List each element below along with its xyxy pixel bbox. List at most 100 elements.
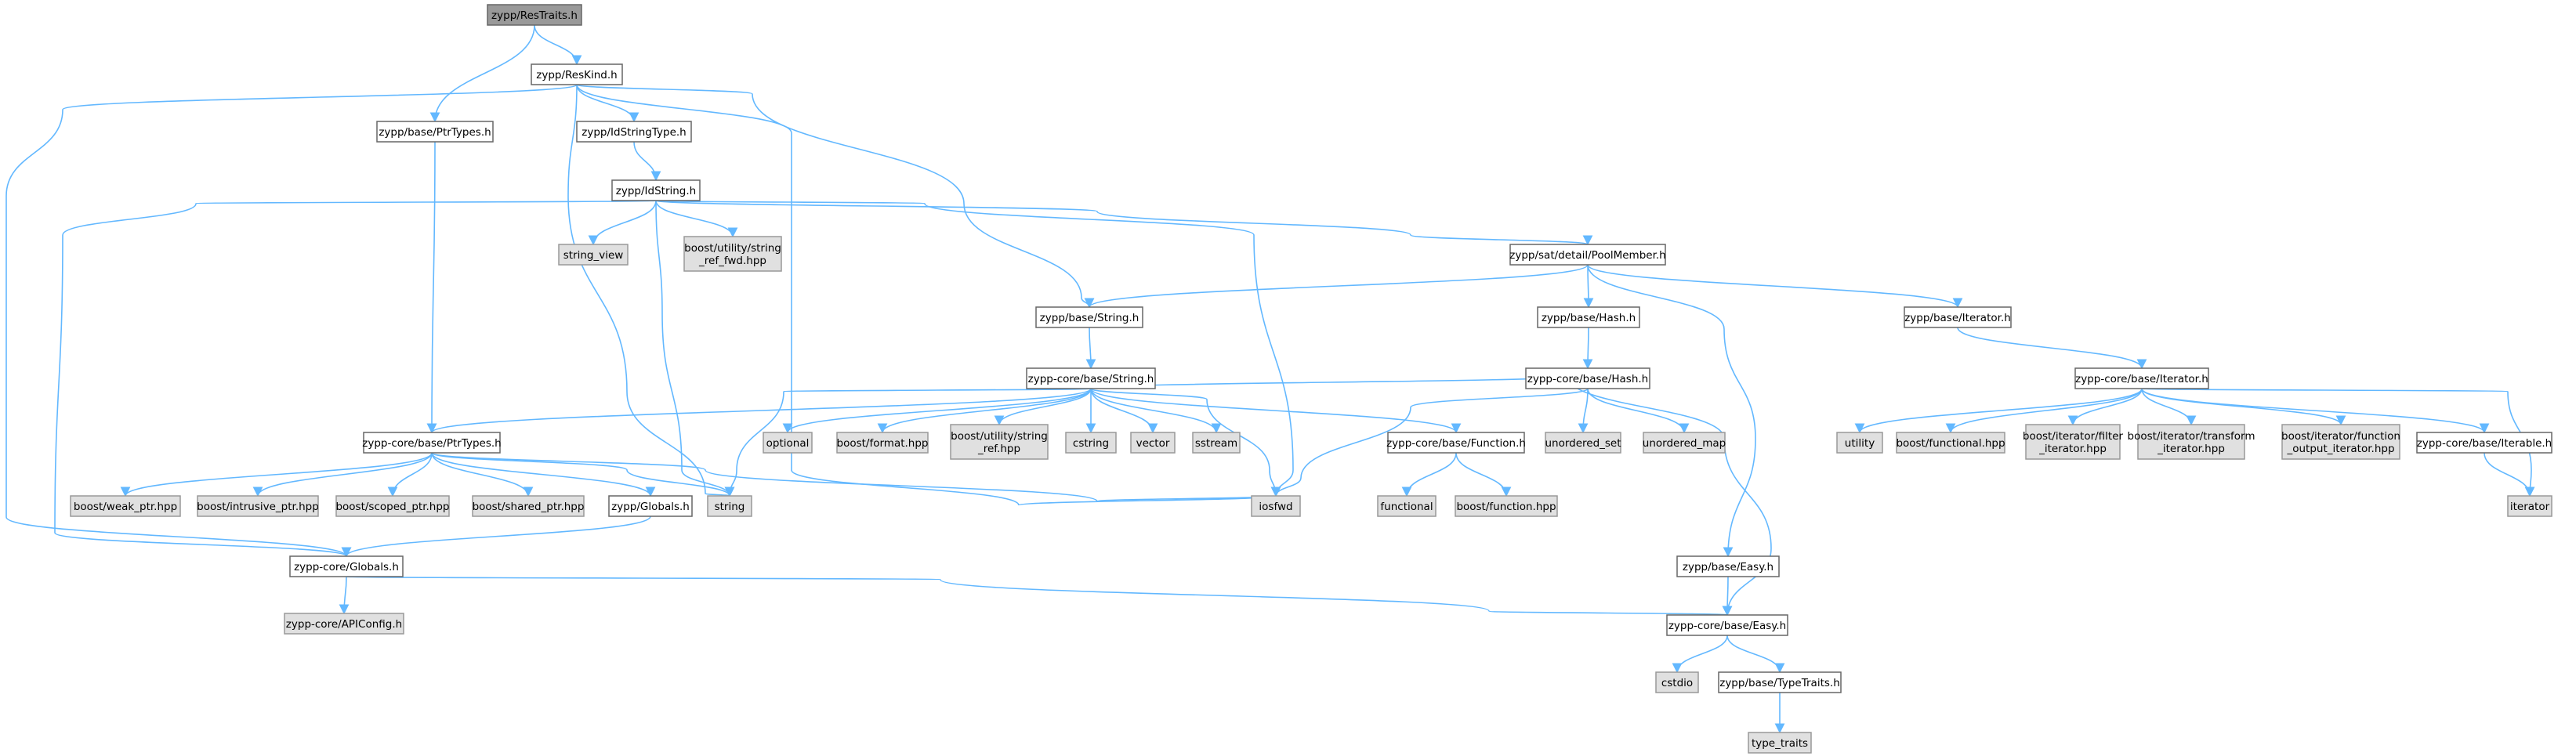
node-box: [611, 179, 701, 201]
node-label: zypp/ResKind.h: [536, 69, 617, 81]
node-box: [1676, 555, 1780, 577]
edge-restraits-to-ptrtypes: [429, 24, 535, 123]
node-label: functional: [1380, 501, 1433, 513]
node-core_easy[interactable]: zypp-core/base/Easy.h: [1666, 614, 1788, 636]
edge-idstring-to-string_view: [588, 200, 657, 246]
node-label: unordered_set: [1545, 437, 1621, 450]
node-box: [1035, 306, 1143, 328]
node-label: boost/intrusive_ptr.hpp: [197, 501, 319, 513]
node-core_ptrtypes[interactable]: zypp-core/base/PtrTypes.h: [362, 432, 502, 454]
edge-core_ptrtypes-to-string: [431, 452, 735, 497]
edge-base_hash-to-core_hash: [1582, 327, 1593, 370]
node-box: [1525, 367, 1650, 389]
node-restraits[interactable]: zypp/ResTraits.h: [487, 4, 582, 26]
node-zypp_globals[interactable]: zypp/Globals.h: [608, 495, 693, 517]
node-base_string[interactable]: zypp/base/String.h: [1035, 306, 1143, 328]
node-core_iterator[interactable]: zypp-core/base/Iterator.h: [2074, 367, 2209, 389]
node-label: zypp-core/base/Iterable.h: [2417, 437, 2552, 450]
node-label: _ref.hpp: [977, 443, 1020, 455]
edge-core_iterator-to-iterator: [2141, 388, 2535, 497]
edges-layer: [5, 24, 2535, 734]
node-box: [472, 495, 585, 517]
node-core_globals[interactable]: zypp-core/Globals.h: [289, 555, 404, 577]
node-base_hash[interactable]: zypp/base/Hash.h: [1537, 306, 1640, 328]
node-box: [2507, 495, 2552, 517]
edge-core_string-to-core_ptrtypes: [426, 388, 1092, 434]
node-idstring[interactable]: zypp/IdString.h: [611, 179, 701, 201]
node-box: [1377, 495, 1437, 517]
node-optional: optional: [763, 432, 813, 454]
node-box: [363, 432, 501, 454]
node-box: [70, 495, 181, 517]
node-label: zypp/base/Easy.h: [1683, 561, 1773, 573]
edge-idstring-to-core_globals: [54, 200, 657, 558]
node-box: [1251, 495, 1301, 517]
edge-core_ptrtypes-to-iosfwd: [431, 452, 1281, 505]
node-label: zypp-core/base/PtrTypes.h: [362, 437, 501, 450]
edge-core_function-to-functional: [1401, 452, 1457, 497]
edge-core_string-to-vector: [1090, 388, 1158, 434]
node-box: [1130, 432, 1176, 454]
node-typetraits[interactable]: zypp/base/TypeTraits.h: [1718, 671, 1842, 693]
node-functional: functional: [1377, 495, 1437, 517]
edge-core_iterator-to-filter_iterator: [2067, 388, 2143, 426]
node-label: cstring: [1073, 437, 1109, 450]
node-box: [2416, 432, 2552, 454]
node-shared_ptr: boost/shared_ptr.hpp: [472, 495, 585, 517]
edge-zypp_globals-to-core_globals: [341, 515, 651, 558]
node-label: vector: [1136, 437, 1170, 450]
node-reskind[interactable]: zypp/ResKind.h: [531, 63, 623, 85]
edge-core_hash-to-iosfwd: [1270, 388, 1589, 497]
node-label: boost/iterator/function: [2281, 430, 2400, 443]
node-label: string: [715, 501, 745, 513]
node-box: [1455, 495, 1558, 517]
node-box: [487, 4, 582, 26]
node-box: [1896, 432, 2005, 454]
node-label: zypp/base/TypeTraits.h: [1719, 677, 1840, 689]
node-transform_iterator: boost/iterator/transform_iterator.hpp: [2128, 424, 2255, 460]
edge-poolmember-to-base_easy: [1587, 264, 1756, 558]
node-base_iterator[interactable]: zypp/base/Iterator.h: [1904, 306, 2012, 328]
node-type_traits: type_traits: [1748, 732, 1812, 754]
node-box: [1904, 306, 2012, 328]
node-box: [2281, 424, 2400, 460]
edge-core_iterator-to-utility: [1854, 388, 2143, 434]
node-box: [289, 555, 404, 577]
node-label: zypp-core/base/Hash.h: [1527, 373, 1648, 385]
node-boost_function: boost/function.hpp: [1455, 495, 1558, 517]
node-string_ref: boost/utility/string_ref.hpp: [950, 424, 1049, 460]
node-box: [558, 244, 629, 266]
node-boost_functional: boost/functional.hpp: [1896, 432, 2005, 454]
node-core_iterable[interactable]: zypp-core/base/Iterable.h: [2416, 432, 2552, 454]
node-core_string[interactable]: zypp-core/base/String.h: [1026, 367, 1156, 389]
edge-core_ptrtypes-to-weak_ptr: [120, 452, 433, 497]
node-label: zypp-core/base/Function.h: [1386, 437, 1526, 450]
node-box: [763, 432, 813, 454]
node-label: boost/format.hpp: [837, 437, 929, 450]
node-box: [683, 236, 782, 272]
node-core_hash[interactable]: zypp-core/base/Hash.h: [1525, 367, 1650, 389]
node-weak_ptr: boost/weak_ptr.hpp: [70, 495, 181, 517]
node-box: [1545, 432, 1621, 454]
node-base_easy[interactable]: zypp/base/Easy.h: [1676, 555, 1780, 577]
node-cstdio: cstdio: [1655, 671, 1699, 693]
node-label: type_traits: [1752, 737, 1808, 750]
node-box: [376, 121, 494, 143]
node-apiconfig: zypp-core/APIConfig.h: [284, 613, 404, 635]
edge-core_ptrtypes-to-scoped_ptr: [387, 452, 433, 497]
node-function_output_iterator: boost/iterator/function_output_iterator.…: [2281, 424, 2400, 460]
node-poolmember[interactable]: zypp/sat/detail/PoolMember.h: [1509, 244, 1666, 266]
node-ptrtypes[interactable]: zypp/base/PtrTypes.h: [376, 121, 494, 143]
node-box: [950, 424, 1049, 460]
node-label: _output_iterator.hpp: [2286, 443, 2394, 455]
edge-core_string-to-iosfwd: [1090, 388, 1281, 497]
node-idstringtype[interactable]: zypp/IdStringType.h: [576, 121, 692, 143]
node-box: [1192, 432, 1241, 454]
edge-base_iterator-to-core_iterator: [1957, 327, 2147, 370]
node-box: [836, 432, 929, 454]
node-string_ref_fwd: boost/utility/string_ref_fwd.hpp: [683, 236, 782, 272]
node-box: [1836, 432, 1883, 454]
edge-core_easy-to-cstdio: [1672, 635, 1728, 674]
node-core_function[interactable]: zypp-core/base/Function.h: [1386, 432, 1526, 454]
node-box: [1666, 614, 1788, 636]
